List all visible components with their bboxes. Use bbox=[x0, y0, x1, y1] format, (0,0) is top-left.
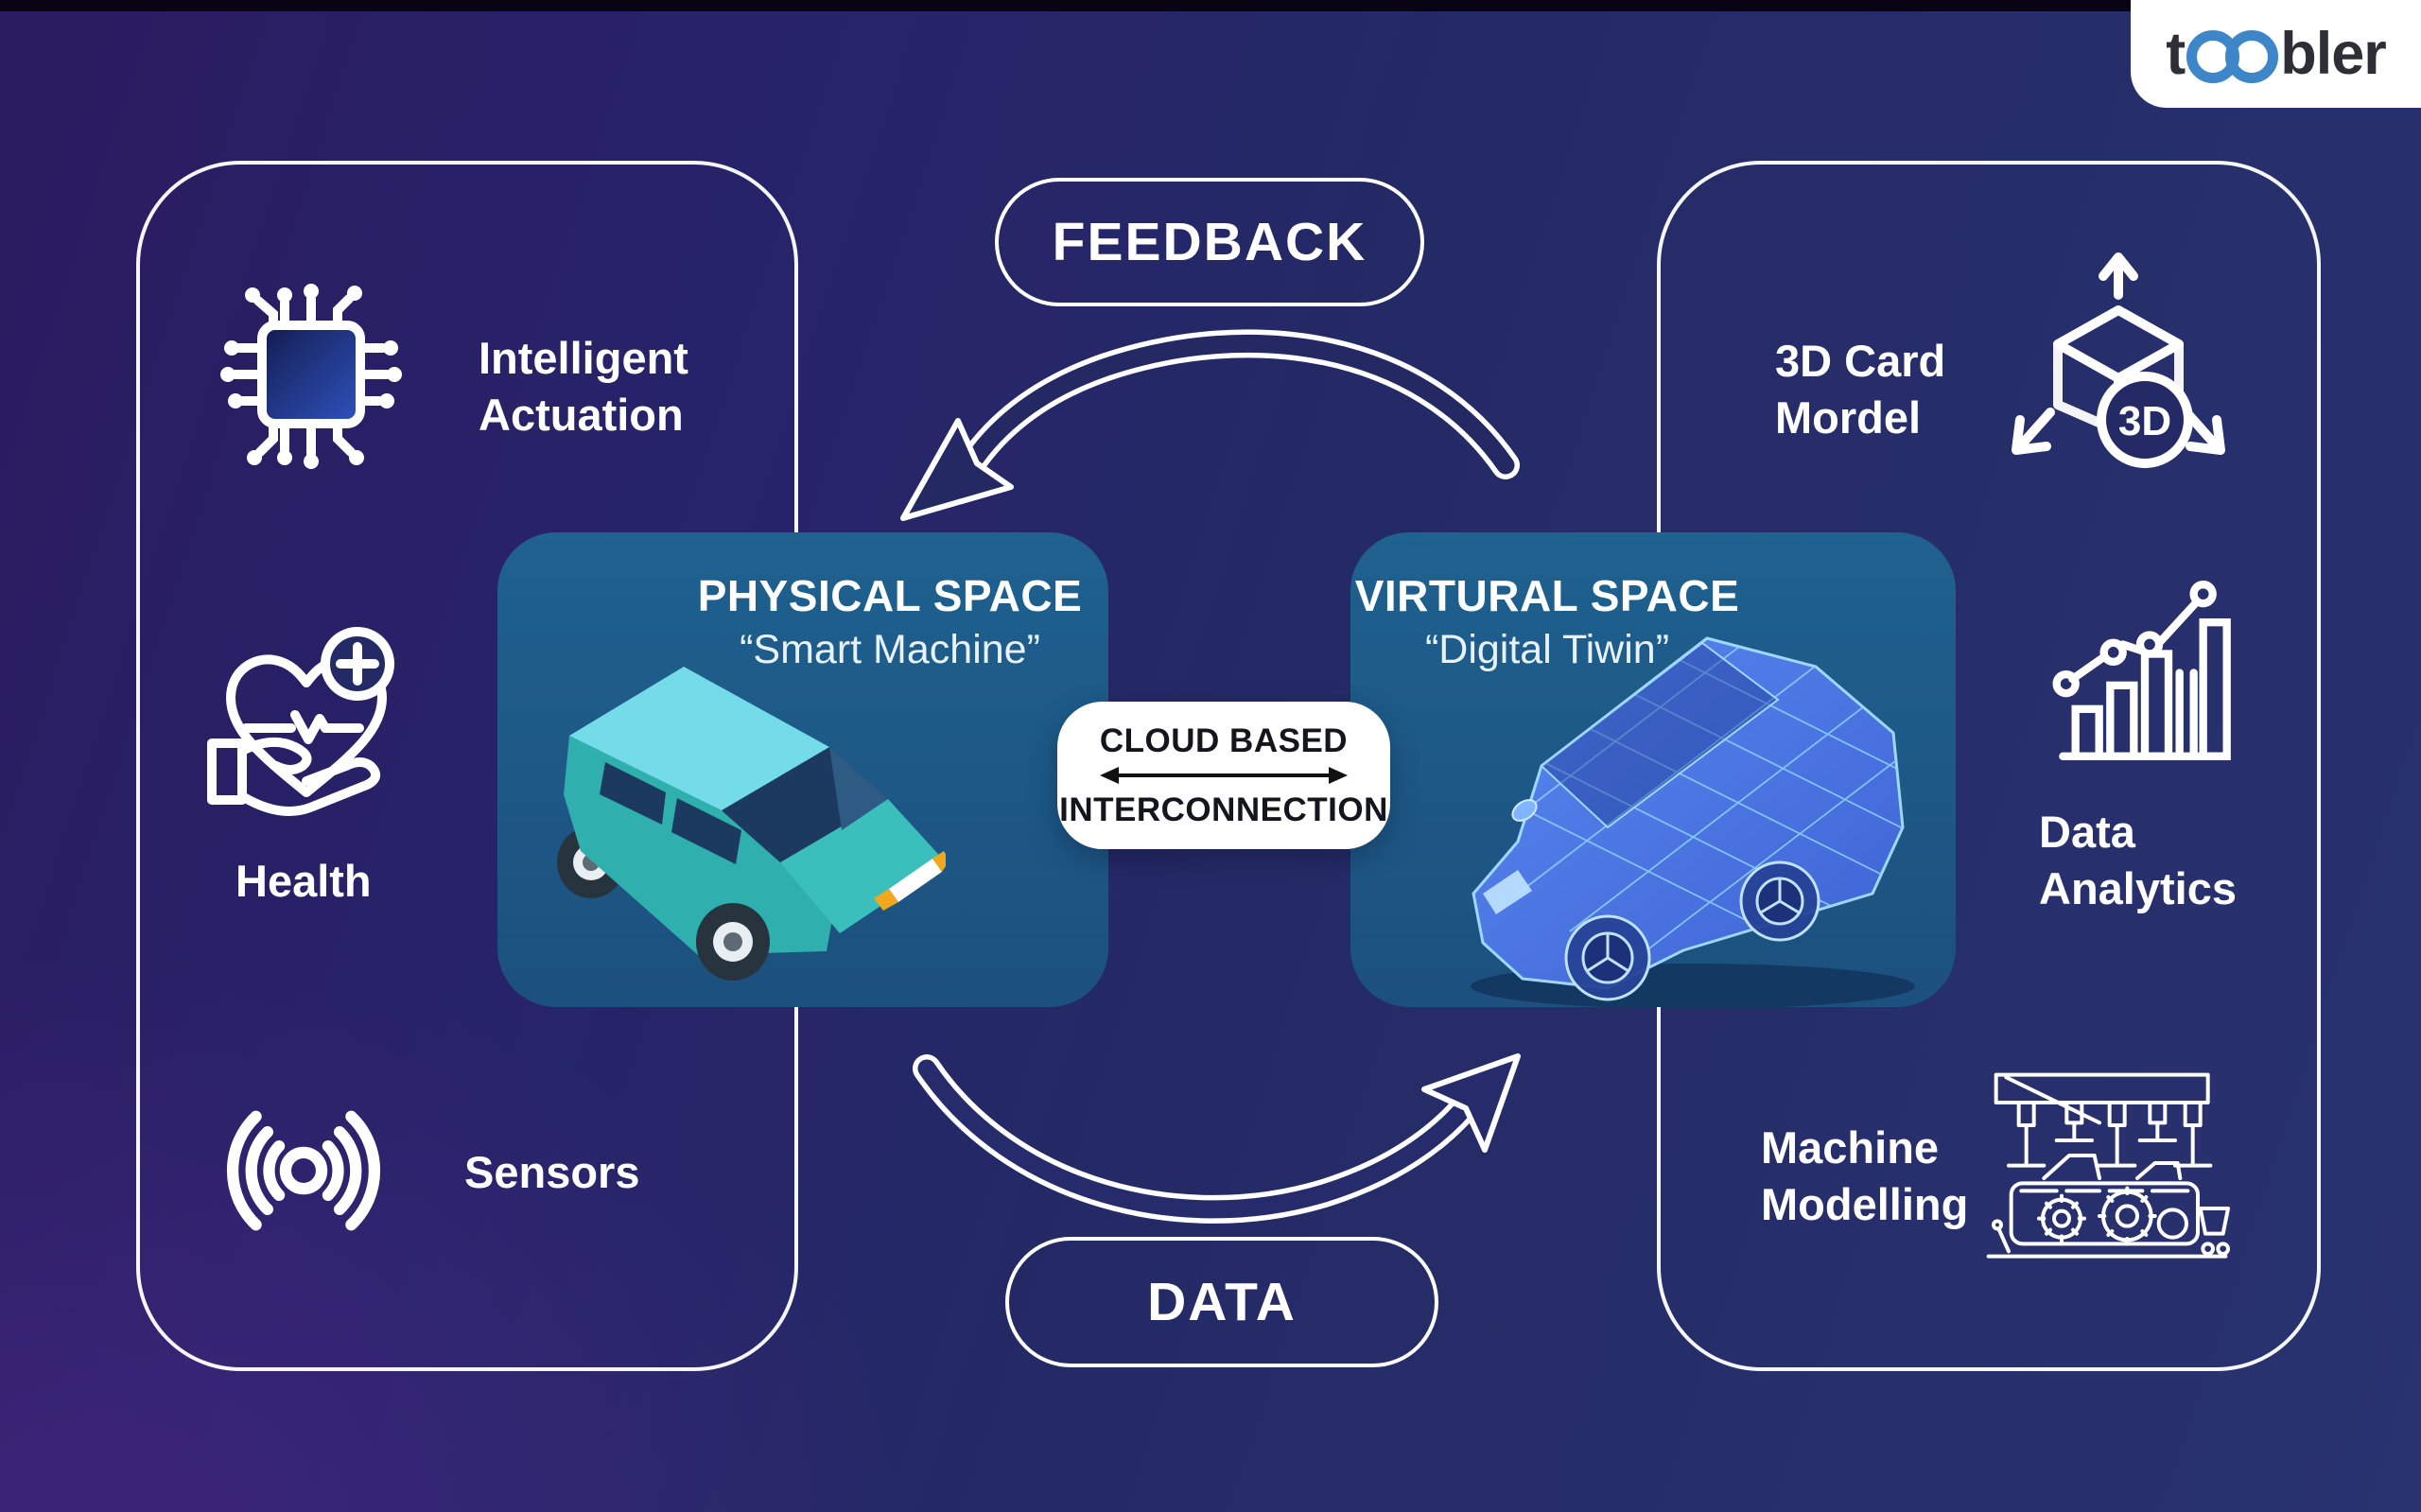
physical-subtitle: “Smart Machine” bbox=[740, 627, 1040, 672]
connector-line1: CLOUD BASED bbox=[1099, 722, 1349, 759]
physical-car-illustration bbox=[557, 667, 946, 981]
logo-suffix: bler bbox=[2280, 21, 2387, 87]
digital-twin-car-illustration bbox=[1471, 636, 1915, 1007]
physical-title: PHYSICAL SPACE bbox=[697, 571, 1083, 620]
label-3d-card-model: 3D Card Mordel bbox=[1775, 336, 1946, 443]
data-banner: DATA bbox=[1005, 1237, 1438, 1367]
virtual-space-title: VIRTURAL SPACE “Digital Tiwin” bbox=[1350, 570, 1744, 673]
virtual-side-panel: 3D Card Mordel 3D bbox=[1657, 161, 2321, 1371]
virtual-title: VIRTURAL SPACE bbox=[1354, 571, 1740, 620]
cloud-interconnection-box: CLOUD BASED INTERCONNECTION bbox=[1057, 702, 1390, 849]
virtual-space-box: VIRTURAL SPACE “Digital Tiwin” bbox=[1350, 532, 1956, 1007]
feedback-arrow-icon bbox=[900, 329, 1520, 521]
logo-ring-icon bbox=[2225, 30, 2279, 83]
label-data-analytics: Data Analytics bbox=[2039, 807, 2237, 914]
physical-space-title: PHYSICAL SPACE “Smart Machine” bbox=[663, 570, 1108, 673]
data-arrow-icon bbox=[913, 1053, 1521, 1224]
label-machine-modelling: Machine Modelling bbox=[1761, 1122, 1969, 1230]
label-sensors: Sensors bbox=[464, 1147, 640, 1197]
feedback-banner: FEEDBACK bbox=[995, 178, 1424, 306]
sensor-waves-icon bbox=[226, 1110, 381, 1231]
physical-space-box: PHYSICAL SPACE “Smart Machine” bbox=[497, 532, 1108, 1007]
label-intelligent-actuation: Intelligent Actuation bbox=[479, 333, 688, 441]
svg-text:3D: 3D bbox=[2118, 398, 2171, 444]
machine-line-art-icon bbox=[1986, 1072, 2230, 1259]
top-edge-strip bbox=[0, 0, 2421, 11]
data-label: DATA bbox=[1147, 1272, 1297, 1332]
heart-hand-icon bbox=[207, 627, 394, 816]
bar-chart-trend-icon bbox=[2052, 581, 2231, 760]
double-arrow-icon bbox=[1100, 767, 1348, 784]
label-health: Health bbox=[235, 856, 372, 906]
connector-line2: INTERCONNECTION bbox=[1059, 791, 1388, 828]
feedback-label: FEEDBACK bbox=[1052, 212, 1367, 272]
logo-prefix: t bbox=[2166, 21, 2186, 87]
brand-logo: t bler bbox=[2131, 0, 2421, 108]
brand-logo-text: t bler bbox=[2166, 20, 2387, 88]
physical-side-panel: Intelligent Actuation Health bbox=[136, 161, 798, 1371]
3d-cube-axes-icon: 3D bbox=[2012, 252, 2225, 468]
chip-icon bbox=[220, 284, 402, 469]
virtual-subtitle: “Digital Tiwin” bbox=[1424, 627, 1670, 672]
